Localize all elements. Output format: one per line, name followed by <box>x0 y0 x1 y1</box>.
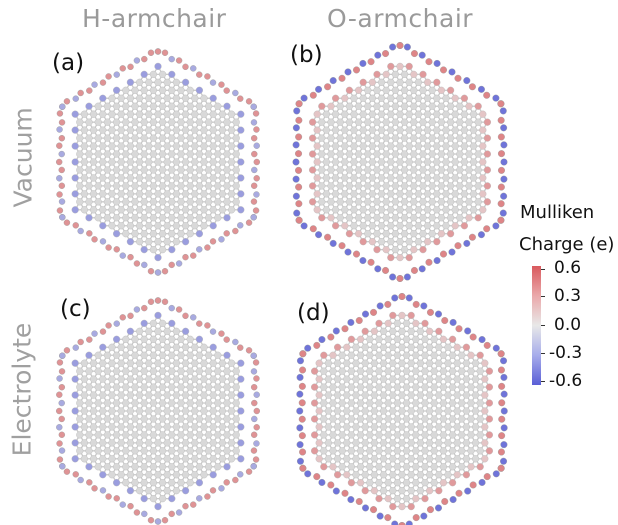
colorbar-tick-0-3: 0.3 <box>554 286 582 306</box>
legend-title-line1: Mulliken <box>520 202 595 223</box>
flake-h-armchair-electrolyte <box>56 297 260 525</box>
flake-h-armchair-vacuum <box>56 48 260 276</box>
flake-o-armchair-electrolyte <box>296 293 508 525</box>
panel-label-d: (d) <box>297 300 330 326</box>
colorbar-tick-neg-0-6: -0.6 <box>549 371 583 391</box>
colorbar-tick-0-0: 0.0 <box>554 315 582 335</box>
colorbar-tick-0-6: 0.6 <box>554 258 582 278</box>
colorbar-tick-neg-0-3: -0.3 <box>549 343 583 363</box>
column-title-o-armchair: O-armchair <box>327 4 474 33</box>
panel-label-b: (b) <box>290 42 323 68</box>
flake-o-armchair-vacuum <box>292 42 508 283</box>
colorbar <box>532 266 541 385</box>
panel-label-c: (c) <box>60 296 91 322</box>
panel-label-a: (a) <box>52 50 85 76</box>
legend-title-line2: Charge (e) <box>519 234 615 255</box>
column-title-h-armchair: H-armchair <box>82 4 227 33</box>
